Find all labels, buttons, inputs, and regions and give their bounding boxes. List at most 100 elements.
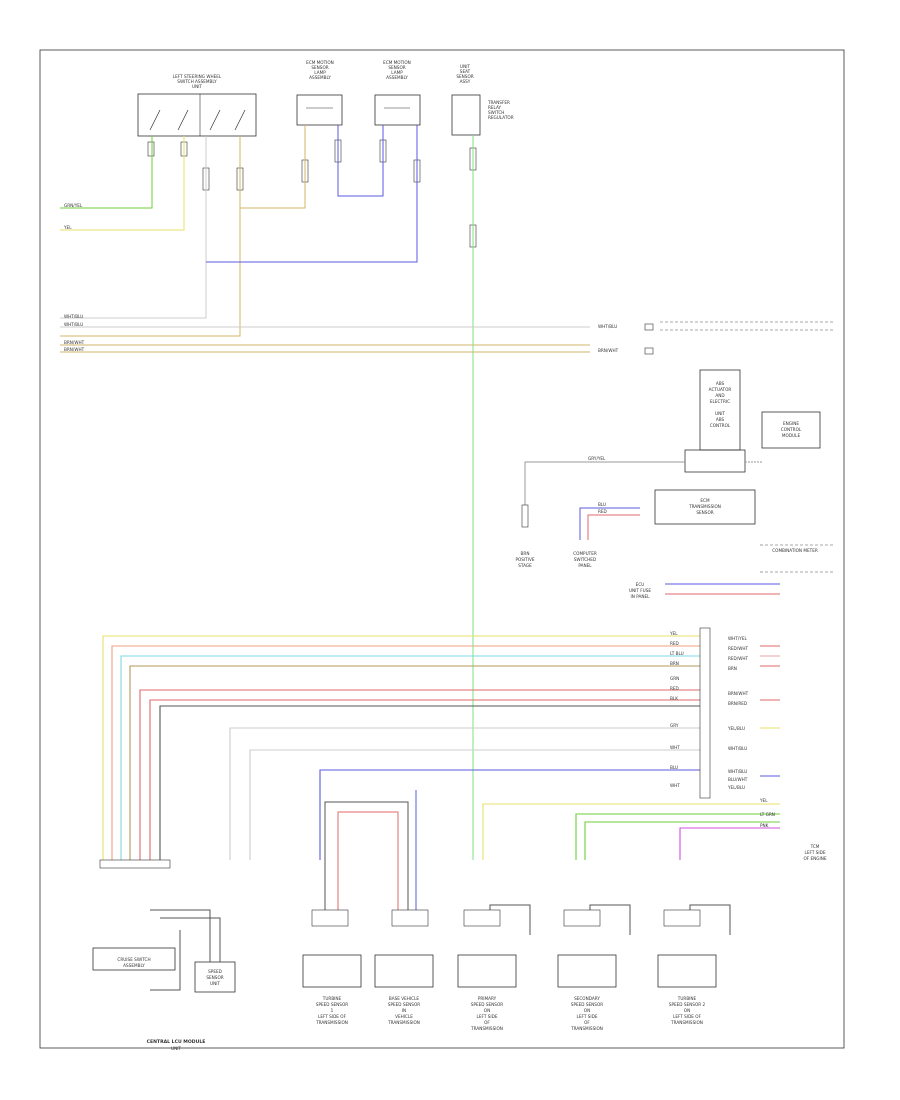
svg-text:WHT/BLU: WHT/BLU — [598, 324, 617, 329]
svg-text:SENSOR: SENSOR — [311, 65, 328, 70]
mid-right-wires — [524, 461, 762, 540]
svg-text:SECONDARY: SECONDARY — [574, 996, 600, 1001]
svg-text:YEL/BLU: YEL/BLU — [727, 785, 745, 790]
diagram-frame — [39, 49, 845, 1049]
svg-text:UNIT FUSE: UNIT FUSE — [629, 588, 651, 593]
svg-text:TRANSMISSION: TRANSMISSION — [315, 1020, 348, 1025]
svg-text:GRY/YEL: GRY/YEL — [588, 456, 606, 461]
svg-text:BRN/RED: BRN/RED — [728, 701, 747, 706]
svg-text:RELAY: RELAY — [488, 105, 502, 110]
svg-text:COMPUTER: COMPUTER — [573, 551, 597, 556]
svg-text:SEAT: SEAT — [460, 69, 471, 74]
svg-text:SENSOR: SENSOR — [456, 74, 473, 79]
abs-actuator: ABS ACTUATOR AND ELECTRIC UNIT ABS CONTR… — [684, 369, 746, 473]
svg-text:VEHICLE: VEHICLE — [395, 1014, 413, 1019]
svg-text:ASSY: ASSY — [460, 79, 471, 84]
svg-text:GRN: GRN — [670, 676, 679, 681]
svg-text:SPEED: SPEED — [208, 969, 222, 974]
svg-text:LEFT SIDE: LEFT SIDE — [477, 1014, 498, 1019]
sensor-secondary: SECONDARY SPEED SENSOR ON LEFT SIDE OF T… — [557, 954, 617, 1031]
svg-text:WHT/BLU: WHT/BLU — [728, 769, 747, 774]
svg-text:RED: RED — [670, 641, 679, 646]
svg-text:SPEED SENSOR: SPEED SENSOR — [571, 1002, 603, 1007]
svg-text:YEL/BLU: YEL/BLU — [727, 726, 745, 731]
svg-text:ON: ON — [484, 1008, 490, 1013]
svg-text:SPEED SENSOR: SPEED SENSOR — [316, 1002, 348, 1007]
svg-text:COMBINATION METER: COMBINATION METER — [772, 548, 818, 553]
svg-text:MODULE: MODULE — [782, 433, 801, 438]
svg-text:BRN/WHT: BRN/WHT — [64, 347, 85, 352]
svg-text:SENSOR: SENSOR — [696, 510, 713, 515]
top-connectors — [147, 139, 477, 248]
wire-bundle — [102, 635, 700, 860]
bundle-labels: YEL RED LT BLU BRN GRN RED BLK GRY WHT B… — [669, 631, 684, 788]
svg-text:STAGE: STAGE — [518, 563, 532, 568]
svg-text:ABS: ABS — [716, 381, 725, 386]
svg-text:LEFT STEERING WHEEL: LEFT STEERING WHEEL — [173, 74, 222, 79]
unit-seat-sensor: UNIT SEAT SENSOR ASSY TRANSFER RELAY SWI… — [451, 64, 514, 136]
svg-text:CONTROL: CONTROL — [710, 423, 731, 428]
combination-meter: COMBINATION METER — [760, 544, 835, 573]
svg-text:SPEED SENSOR: SPEED SENSOR — [471, 1002, 503, 1007]
mid-right-wiring: WHT/BLU BRN/WHT — [598, 321, 835, 355]
svg-text:WHT/BLU: WHT/BLU — [64, 322, 83, 327]
svg-text:BRN: BRN — [521, 551, 530, 556]
svg-text:OF: OF — [584, 1020, 590, 1025]
sensor-turbine-1: TURBINE SPEED SENSOR 1 LEFT SIDE OF TRAN… — [302, 954, 362, 1025]
svg-text:LEFT SIDE OF: LEFT SIDE OF — [318, 1014, 347, 1019]
svg-text:ON: ON — [684, 1008, 690, 1013]
svg-text:OF ENGINE: OF ENGINE — [803, 856, 826, 861]
svg-text:UNIT: UNIT — [171, 1046, 181, 1051]
ecm-motion-sensor-1: ECM MOTION SENSOR LAMP ASSEMBLY — [296, 60, 343, 126]
svg-text:UNIT: UNIT — [210, 981, 220, 986]
ecm-sensor: ECM TRANSMISSION SENSOR — [654, 489, 756, 525]
svg-text:ECM: ECM — [700, 498, 710, 503]
svg-text:WHT/BLU: WHT/BLU — [64, 314, 83, 319]
ecm-motion-sensor-2: ECM MOTION SENSOR LAMP ASSEMBLY — [374, 60, 421, 126]
top-wires — [60, 125, 590, 860]
sensor-primary: PRIMARY SPEED SENSOR ON LEFT SIDE OF TRA… — [457, 954, 517, 1031]
right-connector-pair: ECU UNIT FUSE IN PANEL — [629, 582, 780, 599]
svg-text:ENGINE: ENGINE — [783, 421, 799, 426]
svg-text:BRN/WHT: BRN/WHT — [64, 340, 85, 345]
svg-text:WHT: WHT — [670, 745, 680, 750]
svg-text:UNIT: UNIT — [460, 64, 470, 69]
svg-text:1: 1 — [331, 1008, 334, 1013]
svg-text:TURBINE: TURBINE — [677, 996, 697, 1001]
svg-text:TRANSMISSION: TRANSMISSION — [670, 1020, 703, 1025]
svg-text:BRN/WHT: BRN/WHT — [598, 348, 619, 353]
svg-text:RED/WHT: RED/WHT — [728, 656, 748, 661]
svg-text:CRUISE SWITCH: CRUISE SWITCH — [117, 957, 150, 962]
svg-text:YEL: YEL — [759, 798, 768, 803]
svg-text:IN PANEL: IN PANEL — [631, 594, 651, 599]
svg-text:SENSOR: SENSOR — [206, 975, 223, 980]
sensor-turbine-2: TURBINE SPEED SENSOR 2 ON LEFT SIDE OF T… — [657, 954, 717, 1025]
svg-text:REGULATOR: REGULATOR — [488, 115, 514, 120]
svg-text:PRIMARY: PRIMARY — [478, 996, 497, 1001]
svg-text:ECU: ECU — [636, 582, 645, 587]
right-column: WHT/YEL RED/WHT RED/WHT BRN BRN/WHT BRN/… — [699, 627, 780, 799]
svg-text:ECM MOTION: ECM MOTION — [383, 60, 411, 65]
svg-text:LAMP: LAMP — [314, 70, 326, 75]
svg-text:ACTUATOR: ACTUATOR — [709, 387, 732, 392]
svg-text:YEL: YEL — [669, 631, 678, 636]
svg-text:BLU: BLU — [598, 502, 606, 507]
svg-text:LEFT SIDE: LEFT SIDE — [805, 850, 826, 855]
svg-text:ASSEMBLY: ASSEMBLY — [386, 75, 408, 80]
svg-text:SWITCH ASSEMBLY: SWITCH ASSEMBLY — [177, 79, 217, 84]
svg-text:IN: IN — [402, 1008, 406, 1013]
sensor-base-vehicle: BASE VEHICLE SPEED SENSOR IN VEHICLE TRA… — [374, 954, 434, 1025]
svg-text:SPEED SENSOR 2: SPEED SENSOR 2 — [669, 1002, 706, 1007]
svg-text:ECM MOTION: ECM MOTION — [306, 60, 334, 65]
svg-text:UNIT: UNIT — [192, 84, 202, 89]
svg-text:TRANSMISSION: TRANSMISSION — [387, 1020, 420, 1025]
lower-right-wires — [482, 803, 780, 860]
svg-text:WHT/YEL: WHT/YEL — [728, 636, 747, 641]
svg-text:ASSEMBLY: ASSEMBLY — [309, 75, 331, 80]
svg-text:TRANSMISSION: TRANSMISSION — [688, 504, 721, 509]
svg-text:LAMP: LAMP — [391, 70, 403, 75]
bottom-sensor-wires — [324, 790, 731, 935]
svg-text:GRY: GRY — [670, 723, 679, 728]
svg-text:LEFT SIDE: LEFT SIDE — [577, 1014, 598, 1019]
